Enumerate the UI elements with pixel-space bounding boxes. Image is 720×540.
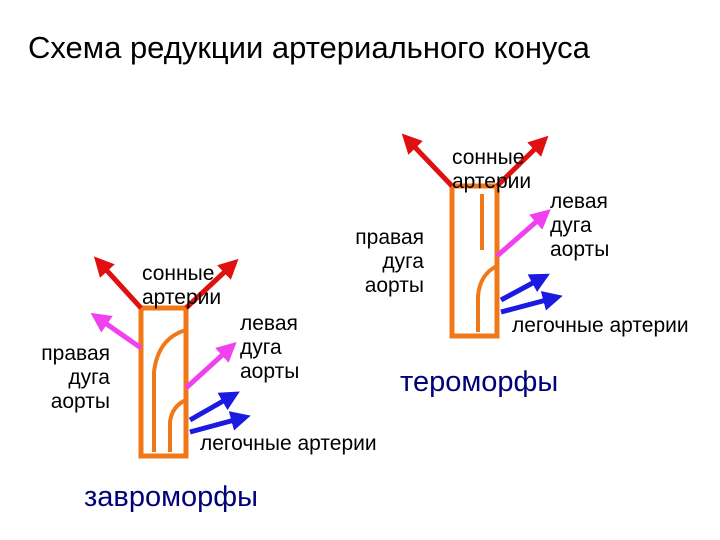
right-pulmonary-arrow-1 (499, 273, 550, 303)
right-cone-group (401, 133, 563, 339)
right-left-arch-label: левая дуга аорты (550, 190, 610, 261)
right-cone-inner-curve (476, 264, 498, 332)
left-cone-inner-curve-outer (152, 328, 187, 452)
right-carotid-label: сонные артерии (452, 146, 532, 193)
left-pulmonary-label: легочные артерии (200, 432, 377, 455)
right-group-label: тероморфы (400, 366, 559, 398)
left-carotid-arrow-right (184, 258, 239, 310)
right-pulmonary-arrow-2 (500, 291, 563, 315)
left-pulmonary-arrow-1 (188, 391, 240, 423)
left-left-arch-label: левая дуга аорты (240, 312, 300, 383)
left-carotid-label: сонные артерии (142, 262, 222, 309)
left-pulmonary-arrow-2 (189, 411, 251, 435)
left-right-arch-label: правая дуга аорты (41, 342, 110, 413)
left-cone-inner-curve-inner (168, 398, 187, 452)
left-carotid-arrow-left (93, 256, 143, 310)
left-cone-group (90, 256, 251, 459)
right-right-arch-label: правая дуга аорты (355, 226, 424, 297)
left-left-arch-arrow (184, 341, 237, 390)
page-title: Схема редукции артериального конуса (28, 30, 590, 65)
right-pulmonary-label: легочные артерии (512, 314, 689, 337)
left-arterial-cone (138, 305, 189, 459)
right-carotid-arrow-right (495, 135, 549, 188)
left-right-arch-arrow (90, 312, 143, 351)
right-carotid-arrow-left (401, 133, 454, 188)
right-arterial-cone (449, 183, 500, 339)
right-left-arch-arrow (495, 209, 551, 258)
left-group-label: завроморфы (84, 481, 258, 513)
